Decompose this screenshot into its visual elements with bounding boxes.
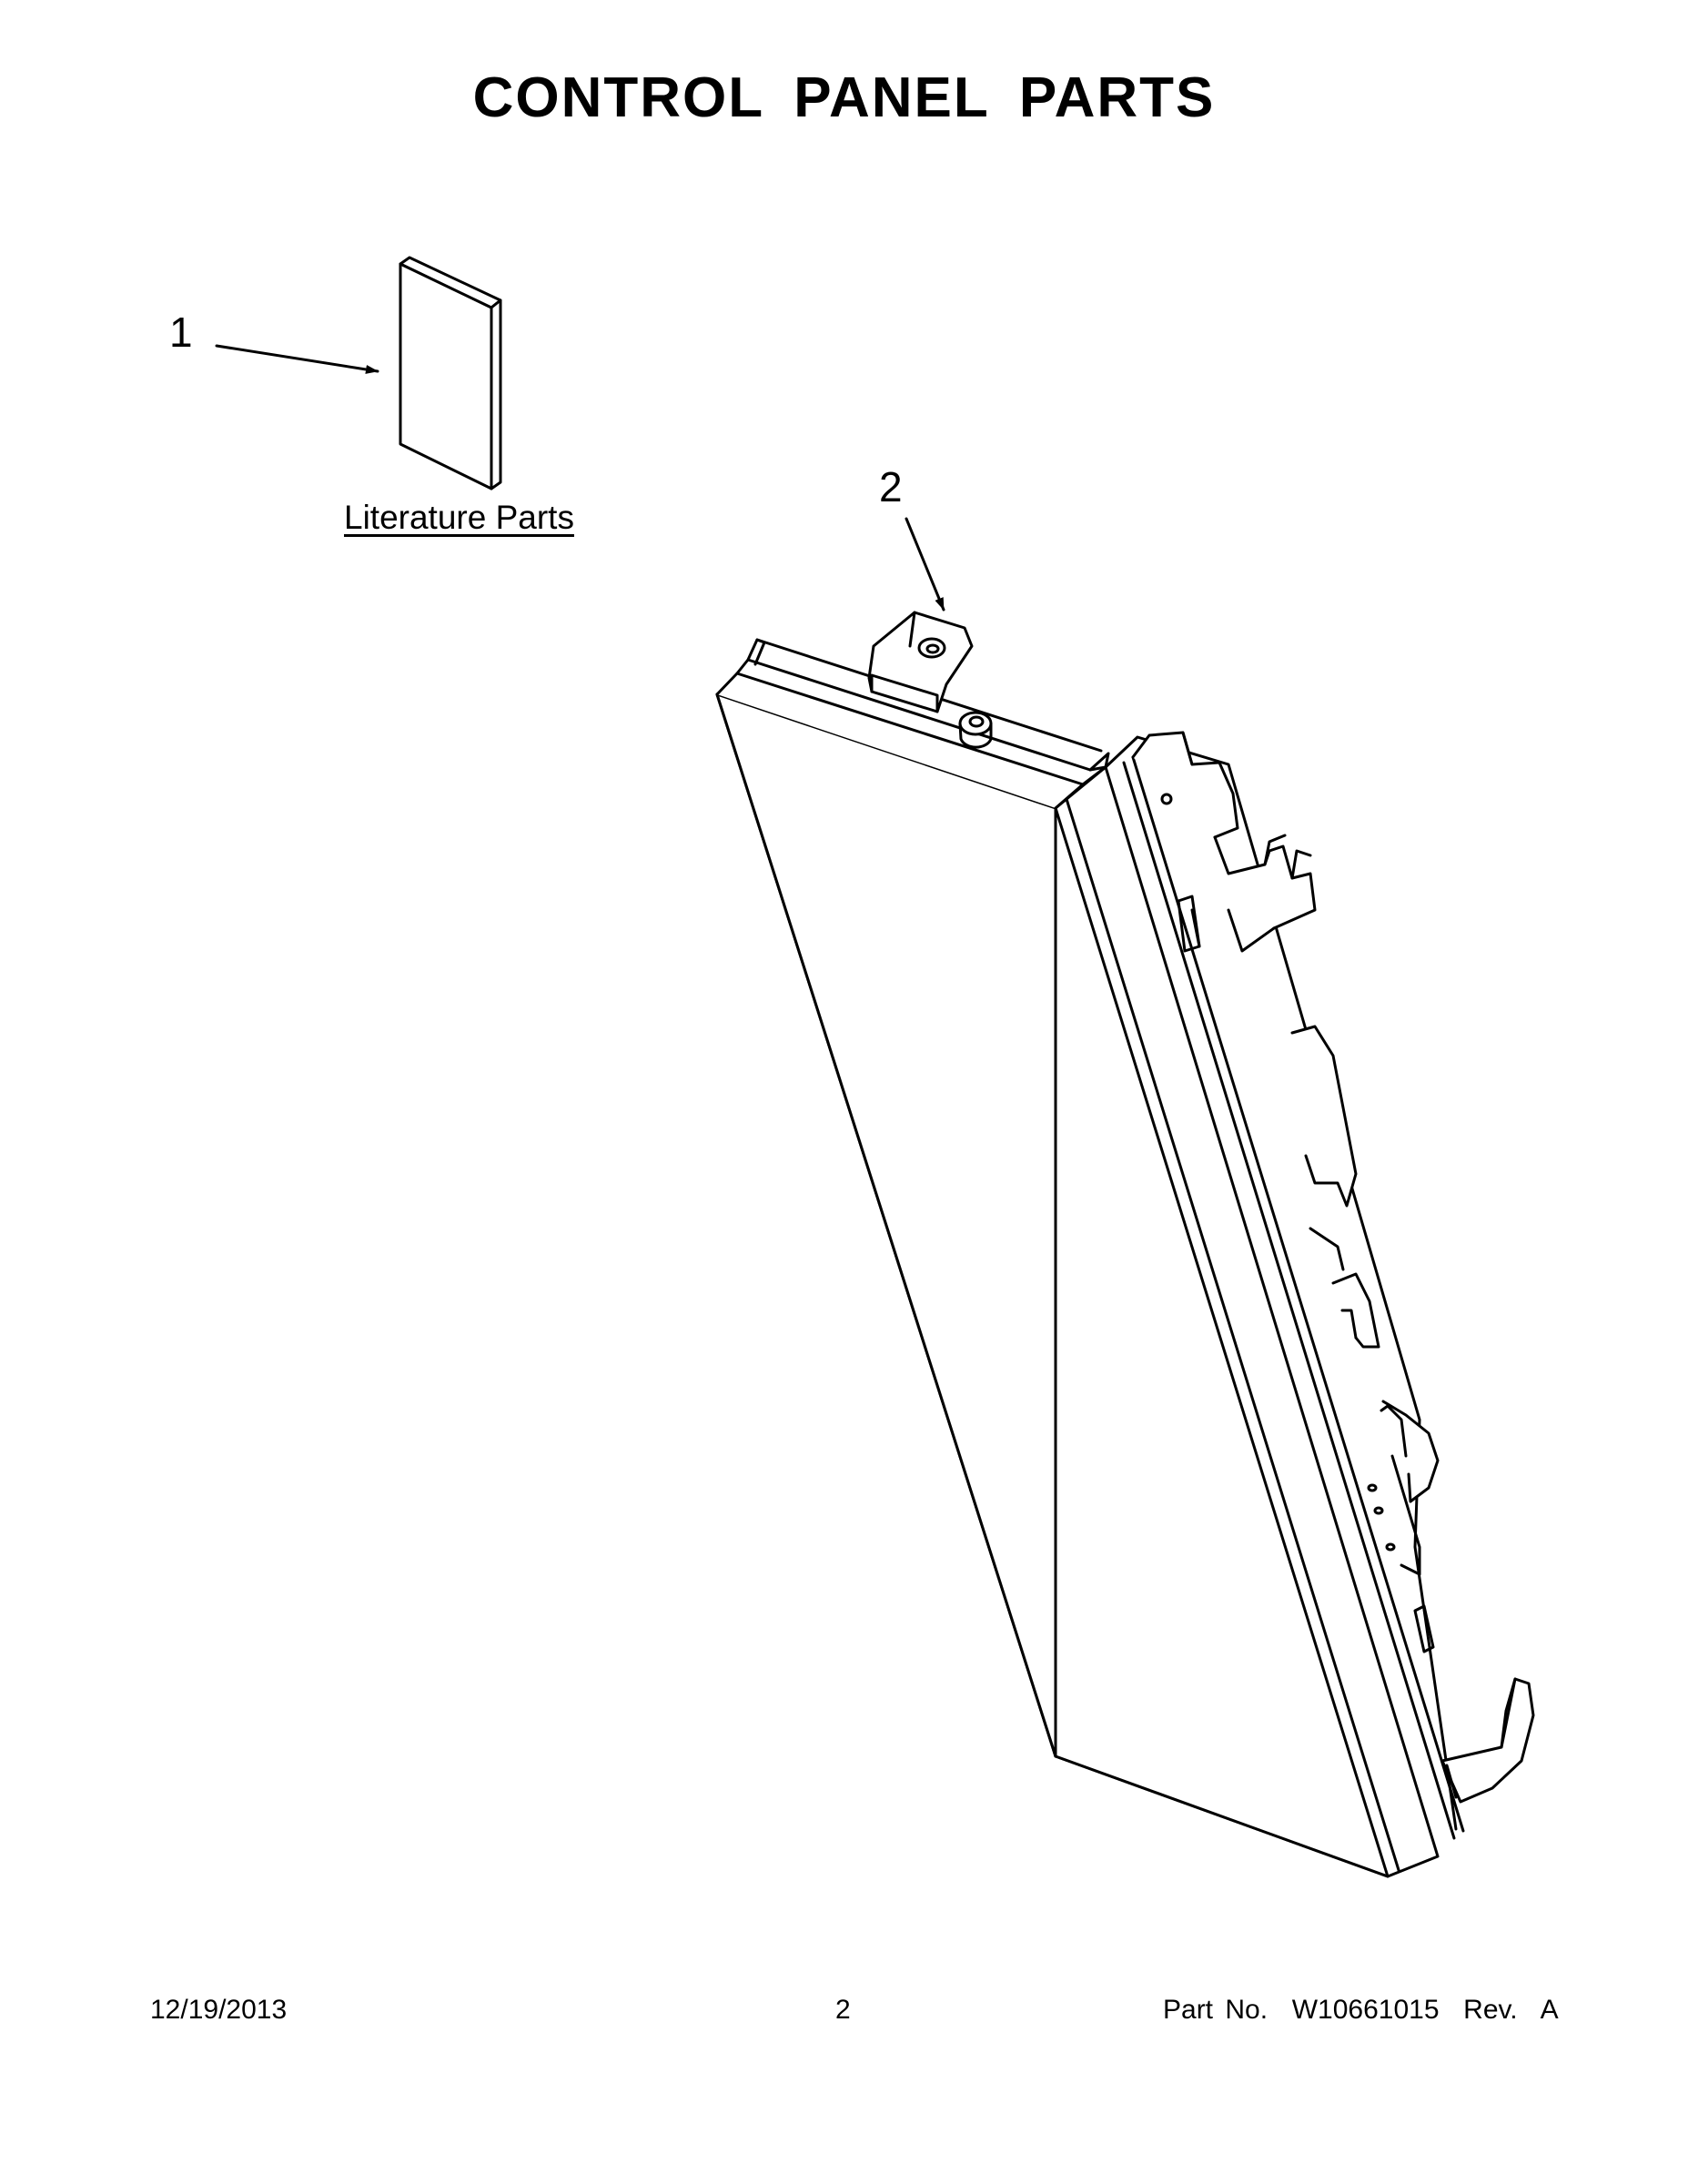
callout-1-leader-arrow <box>215 344 379 374</box>
callout-number-2: 2 <box>879 463 903 511</box>
literature-booklet-part <box>399 256 502 490</box>
callout-2-leader-arrow <box>905 517 945 612</box>
footer-date: 12/19/2013 <box>150 1995 288 2025</box>
literature-parts-label: Literature Parts <box>344 499 574 536</box>
callout-number-1: 1 <box>169 308 193 356</box>
control-panel-assembly-part <box>715 611 1535 1878</box>
footer-part-number: Part No. W10661015 Rev. A <box>1163 1995 1559 2025</box>
footer-page-number: 2 <box>835 1995 851 2025</box>
page-title: CONTROL PANEL PARTS <box>472 66 1216 129</box>
